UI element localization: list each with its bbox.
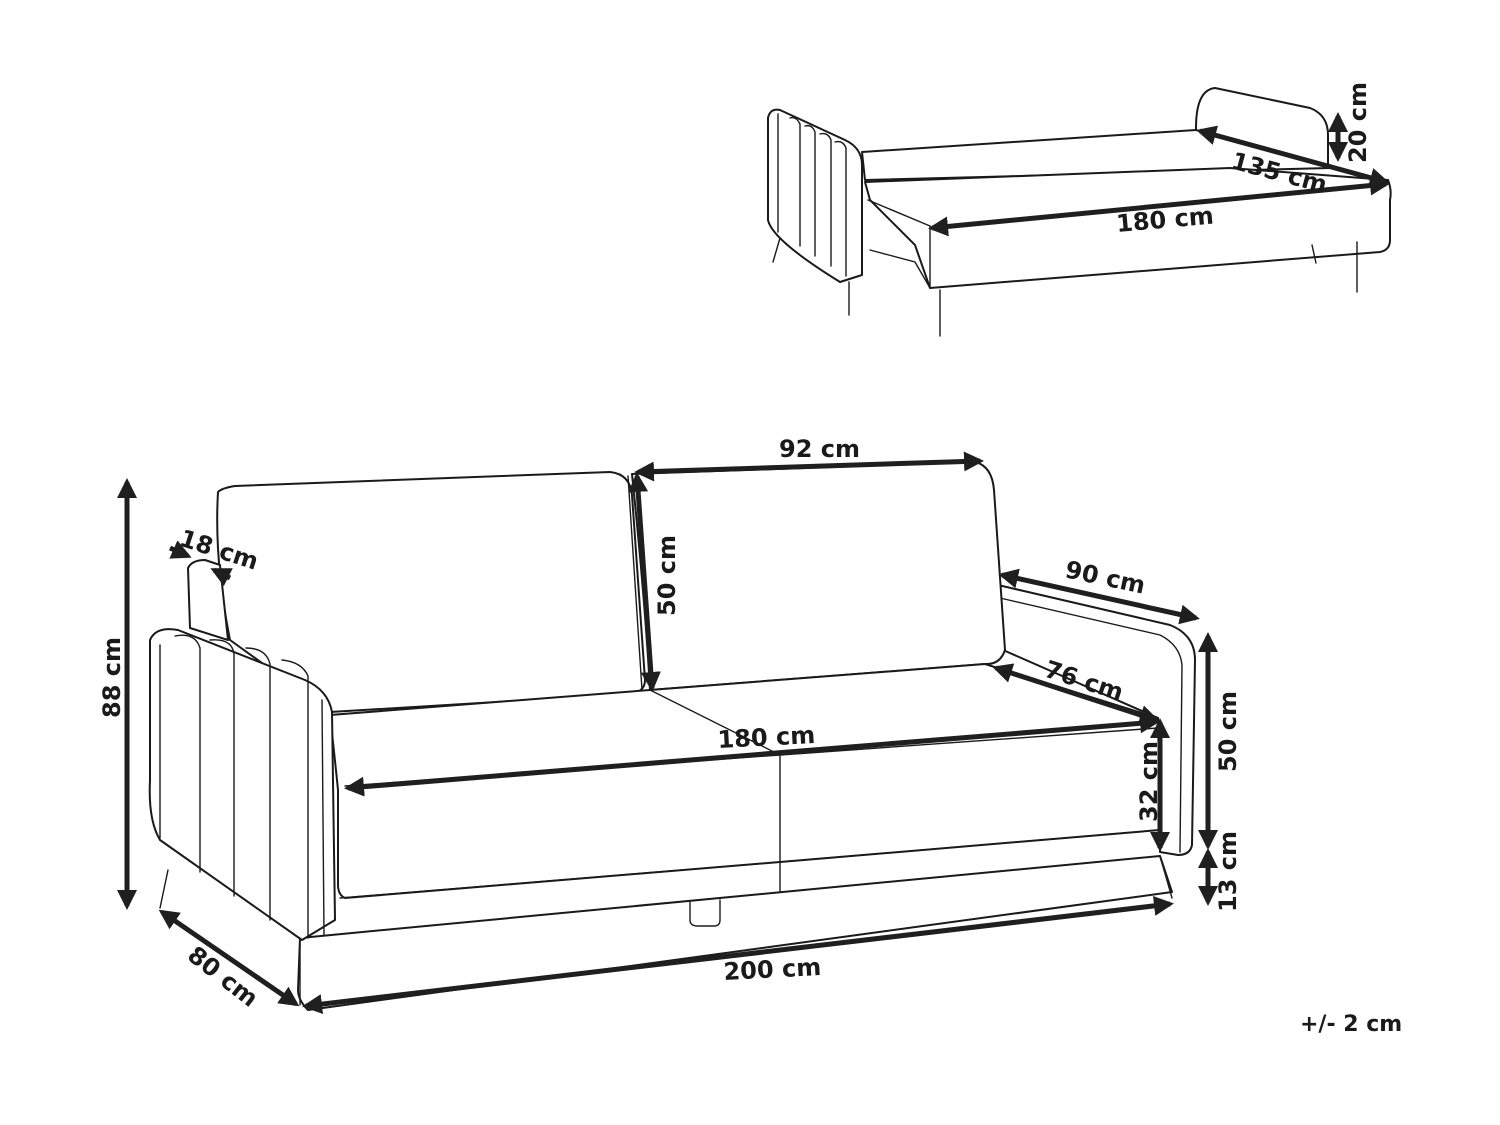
total-height-label: 88 cm [98, 637, 126, 718]
bed-width-arrow [1196, 125, 1390, 188]
sofa-bed-unfolded-view: 20 cm 135 cm 180 cm [767, 82, 1392, 337]
total-width-arrow [302, 895, 1174, 1015]
total-width-label: 200 cm [723, 953, 822, 986]
backrest-width-label: 92 cm [779, 435, 860, 463]
bed-length-arrow [928, 175, 1390, 237]
leg-height-label: 13 cm [1214, 831, 1242, 912]
armrest-width-arrow-right [210, 567, 233, 587]
seat-width-arrow [344, 713, 1160, 797]
total-depth-arrow [158, 909, 300, 1007]
armrest-width-arrow-left [168, 540, 192, 559]
backrest-height-arrow [628, 472, 661, 692]
headrest-height-label: 20 cm [1344, 82, 1372, 163]
seat-width-label: 180 cm [717, 721, 816, 754]
side-depth-arrow [998, 568, 1200, 625]
backrest-width-arrow [634, 451, 984, 482]
seat-depth-arrow [992, 663, 1160, 725]
backrest-height-label: 50 cm [653, 535, 681, 616]
tolerance-note: +/- 2 cm [1300, 1012, 1403, 1037]
seat-total-height-label: 50 cm [1214, 691, 1242, 772]
seat-height-label: 32 cm [1135, 741, 1163, 822]
